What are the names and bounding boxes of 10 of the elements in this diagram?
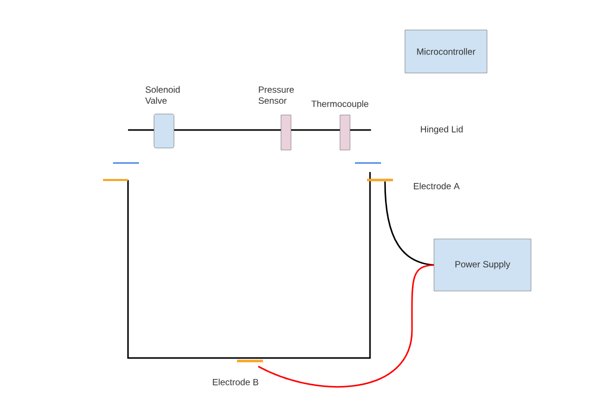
- process-box: Power Supply: [434, 238, 532, 292]
- wire: [258, 264, 434, 388]
- electrode-label: Electrode B: [212, 378, 258, 386]
- part-label: Thermocouple: [311, 100, 368, 109]
- part-label: Solenoid Valve: [145, 86, 180, 104]
- part-label: Pressure Sensor: [258, 86, 294, 104]
- electrode-label: Electrode A: [414, 182, 460, 190]
- part-label: Hinged Lid: [420, 126, 463, 134]
- process-box: Microcontroller: [404, 30, 488, 74]
- wire: [384, 181, 434, 266]
